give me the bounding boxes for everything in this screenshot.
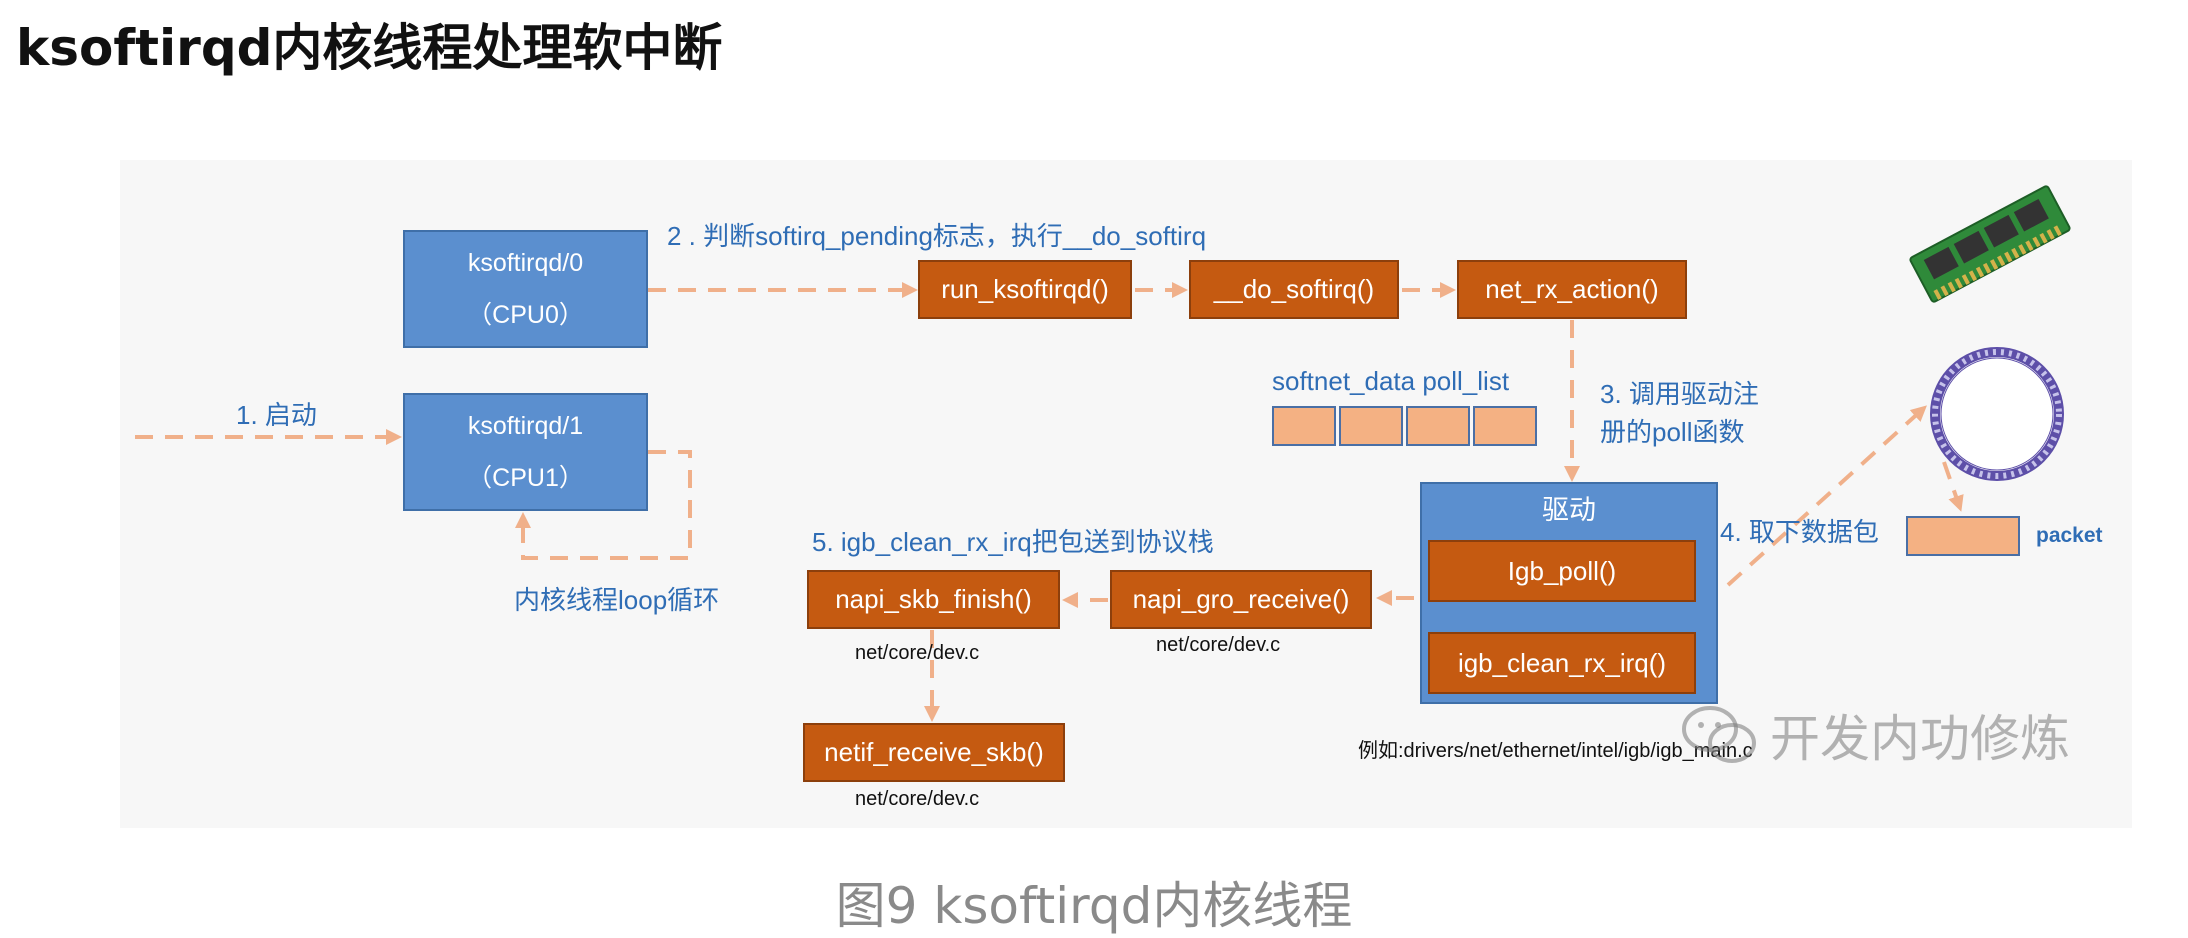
napi-skb-finish-box: napi_skb_finish()	[807, 570, 1060, 629]
packet-label: packet	[2036, 524, 2103, 547]
arrow-ring-to-packet	[1942, 461, 1964, 512]
packet-rect	[1906, 516, 2020, 556]
ksoftirqd0-name: ksoftirqd/0	[467, 249, 584, 277]
driver-title: 驱动	[1542, 495, 1596, 525]
softnet-label: softnet_data poll_list	[1272, 366, 1510, 396]
step5-label: 5. igb_clean_rx_irq把包送到协议栈	[812, 527, 1214, 557]
napi-gro-receive-box: napi_gro_receive()	[1110, 570, 1372, 629]
do-softirq-label: __do_softirq()	[1213, 274, 1375, 304]
net-rx-action-box: net_rx_action()	[1457, 260, 1687, 319]
poll-list-cell	[1406, 406, 1470, 446]
loop-label: 内核线程loop循环	[514, 585, 720, 615]
igb-clean-rx-irq-label: igb_clean_rx_irq()	[1457, 647, 1667, 678]
ksoftirqd0-box: ksoftirqd/0 （CPU0）	[403, 230, 648, 348]
poll-list-cell	[1272, 406, 1336, 446]
ksoftirqd1-name: ksoftirqd/1	[467, 412, 584, 440]
page-title: ksoftirqd内核线程处理软中断	[16, 19, 723, 77]
memory-module-icon	[1909, 185, 2071, 303]
do-softirq-box: __do_softirq()	[1189, 260, 1399, 319]
run-ksoftirqd-box: run_ksoftirqd()	[918, 260, 1132, 319]
ksoftirqd1-cpu: （CPU1）	[467, 464, 584, 492]
step2-label: 2 . 判断softirq_pending标志，执行__do_softirq	[667, 221, 1207, 251]
igb-clean-rx-irq-box: igb_clean_rx_irq()	[1428, 632, 1696, 694]
wechat-icon	[1682, 706, 1756, 763]
step4-label: 4. 取下数据包	[1720, 517, 1879, 547]
watermark-text: 开发内功修炼	[1770, 710, 2070, 768]
igb-poll-box: Igb_poll()	[1428, 540, 1696, 602]
ksoftirqd0-cpu: （CPU0）	[467, 301, 584, 329]
figure-caption: 图9 ksoftirqd内核线程	[835, 877, 1353, 935]
ring-buffer-icon	[1930, 347, 2064, 481]
step3-label-line1: 3. 调用驱动注	[1600, 379, 1759, 409]
driver-path-label: 例如:drivers/net/ethernet/intel/igb/igb_ma…	[1358, 740, 1753, 762]
arrow-driver-to-ring	[1726, 405, 1927, 587]
dev-c-label-netif: net/core/dev.c	[855, 788, 980, 810]
napi-gro-receive-label: napi_gro_receive()	[1132, 584, 1350, 614]
poll-list-cell	[1339, 406, 1403, 446]
ksoftirqd1-box: ksoftirqd/1 （CPU1）	[403, 393, 648, 511]
dev-c-label-skb: net/core/dev.c	[855, 642, 980, 664]
netif-receive-skb-label: netif_receive_skb()	[824, 737, 1044, 767]
step3-label-line2: 册的poll函数	[1600, 417, 1745, 447]
poll-list-cell	[1473, 406, 1537, 446]
watermark: 开发内功修炼	[1680, 700, 2070, 770]
step1-label: 1. 启动	[236, 400, 317, 430]
igb-poll-label: Igb_poll()	[1507, 555, 1617, 586]
napi-skb-finish-label: napi_skb_finish()	[835, 584, 1032, 614]
dev-c-label-gro: net/core/dev.c	[1156, 634, 1281, 656]
netif-receive-skb-box: netif_receive_skb()	[803, 723, 1065, 782]
run-ksoftirqd-label: run_ksoftirqd()	[941, 274, 1109, 304]
net-rx-action-label: net_rx_action()	[1485, 274, 1659, 304]
